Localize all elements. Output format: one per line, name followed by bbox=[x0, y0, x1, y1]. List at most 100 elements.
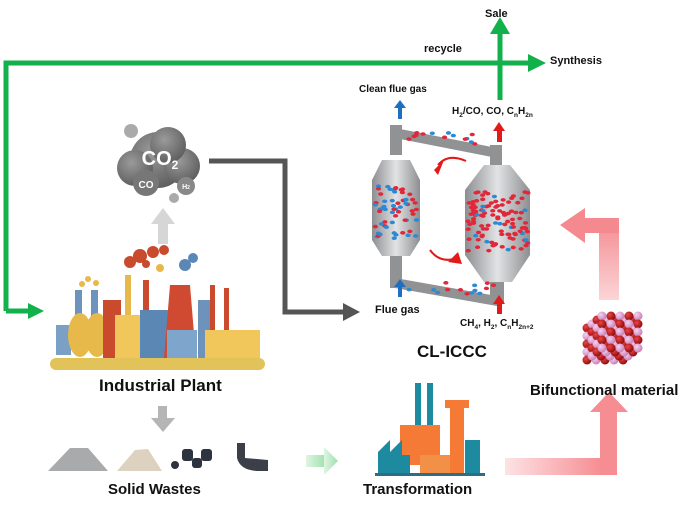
flue-gas-label: Flue gas bbox=[375, 304, 420, 316]
crystal-atom bbox=[597, 311, 607, 321]
particle bbox=[472, 205, 478, 210]
crystal-atom bbox=[615, 319, 625, 329]
particle bbox=[413, 234, 419, 238]
particle bbox=[391, 207, 397, 211]
particle bbox=[497, 221, 503, 226]
particle bbox=[500, 198, 506, 202]
crystal-atom bbox=[597, 343, 607, 353]
particle bbox=[472, 142, 478, 146]
particle bbox=[490, 208, 496, 213]
synthesis-arrowhead bbox=[528, 54, 546, 72]
particle bbox=[506, 200, 512, 204]
crystal-atom bbox=[597, 319, 607, 329]
clean-flue-gas-arrow bbox=[394, 100, 406, 119]
particle bbox=[477, 291, 483, 296]
particle bbox=[393, 233, 399, 237]
particle bbox=[378, 222, 385, 226]
crystal-atom bbox=[615, 327, 625, 337]
particle bbox=[413, 207, 419, 212]
particle bbox=[470, 219, 477, 224]
crystal-atom bbox=[606, 311, 616, 321]
particle bbox=[480, 227, 486, 231]
particle bbox=[505, 219, 511, 224]
crystal-atom bbox=[606, 319, 616, 329]
particle bbox=[389, 210, 396, 215]
particle bbox=[414, 131, 420, 135]
particle bbox=[376, 209, 383, 214]
particle bbox=[482, 190, 488, 194]
particle bbox=[465, 227, 471, 231]
particle bbox=[392, 190, 398, 194]
particle bbox=[484, 281, 490, 285]
particle bbox=[389, 198, 395, 203]
particle bbox=[466, 201, 472, 205]
crystal-atom bbox=[606, 343, 616, 353]
particle bbox=[410, 212, 416, 216]
crystal-atom bbox=[633, 343, 643, 353]
particle bbox=[472, 288, 478, 293]
particle bbox=[420, 132, 426, 136]
particle bbox=[508, 209, 515, 213]
waste-arrow bbox=[151, 406, 175, 432]
bifunctional-material-crystal bbox=[582, 311, 643, 365]
emission-arrow bbox=[151, 208, 175, 244]
particle bbox=[522, 190, 528, 194]
particle bbox=[402, 218, 408, 222]
particle bbox=[510, 225, 517, 229]
crystal-atom bbox=[633, 335, 643, 345]
particle bbox=[390, 203, 397, 208]
particle bbox=[493, 221, 499, 225]
flue-gas-inlet-arrow bbox=[394, 279, 406, 297]
particle bbox=[465, 219, 471, 224]
particle bbox=[522, 208, 528, 213]
particle bbox=[510, 245, 516, 250]
crystal-atom bbox=[624, 335, 634, 345]
fuel-inputs-label: CH4, H2, CnH2n+2 bbox=[460, 318, 534, 331]
particle bbox=[519, 196, 525, 201]
particle bbox=[505, 211, 511, 216]
bifunctional-material-label: Bifunctional material bbox=[530, 382, 679, 399]
particle bbox=[472, 283, 478, 288]
particle bbox=[509, 217, 516, 222]
particle bbox=[397, 205, 403, 209]
particle bbox=[407, 192, 413, 197]
recycle-label: recycle bbox=[424, 43, 462, 55]
particle bbox=[399, 190, 406, 195]
solid-wastes-illustration bbox=[48, 443, 268, 471]
particle bbox=[513, 210, 519, 215]
particle bbox=[465, 248, 471, 253]
particle bbox=[464, 291, 470, 296]
particle bbox=[391, 236, 397, 240]
co-cloud-label: CO bbox=[139, 180, 154, 191]
particle bbox=[517, 229, 523, 234]
industrial-plant-label: Industrial Plant bbox=[99, 376, 222, 395]
syngas-outlet-arrow bbox=[493, 122, 505, 142]
particle bbox=[429, 131, 435, 136]
particle bbox=[372, 224, 378, 229]
particle bbox=[478, 213, 484, 218]
particle bbox=[493, 199, 499, 204]
particle bbox=[480, 193, 486, 197]
particle bbox=[431, 288, 437, 292]
solid-wastes-label: Solid Wastes bbox=[108, 481, 201, 498]
crystal-atom bbox=[597, 327, 607, 337]
particle bbox=[509, 221, 516, 226]
particle bbox=[405, 233, 411, 238]
synthesis-label: Synthesis bbox=[550, 55, 602, 67]
co2-capture-arrow bbox=[209, 158, 345, 315]
particle bbox=[468, 291, 475, 295]
wastes-to-transformation-arrow bbox=[306, 447, 338, 475]
particle bbox=[480, 197, 486, 202]
particle bbox=[466, 237, 472, 241]
cl-iccc-label: CL-ICCC bbox=[417, 342, 487, 361]
particle bbox=[524, 229, 531, 234]
recycle-loop-arrow bbox=[3, 30, 530, 314]
particle bbox=[479, 233, 486, 238]
particle bbox=[413, 218, 420, 222]
transformation-to-material-arrow bbox=[505, 392, 628, 475]
particle bbox=[507, 236, 513, 240]
transformation-illustration bbox=[375, 383, 485, 476]
particle bbox=[470, 217, 477, 221]
particle bbox=[488, 201, 494, 205]
crystal-atom bbox=[606, 327, 616, 337]
